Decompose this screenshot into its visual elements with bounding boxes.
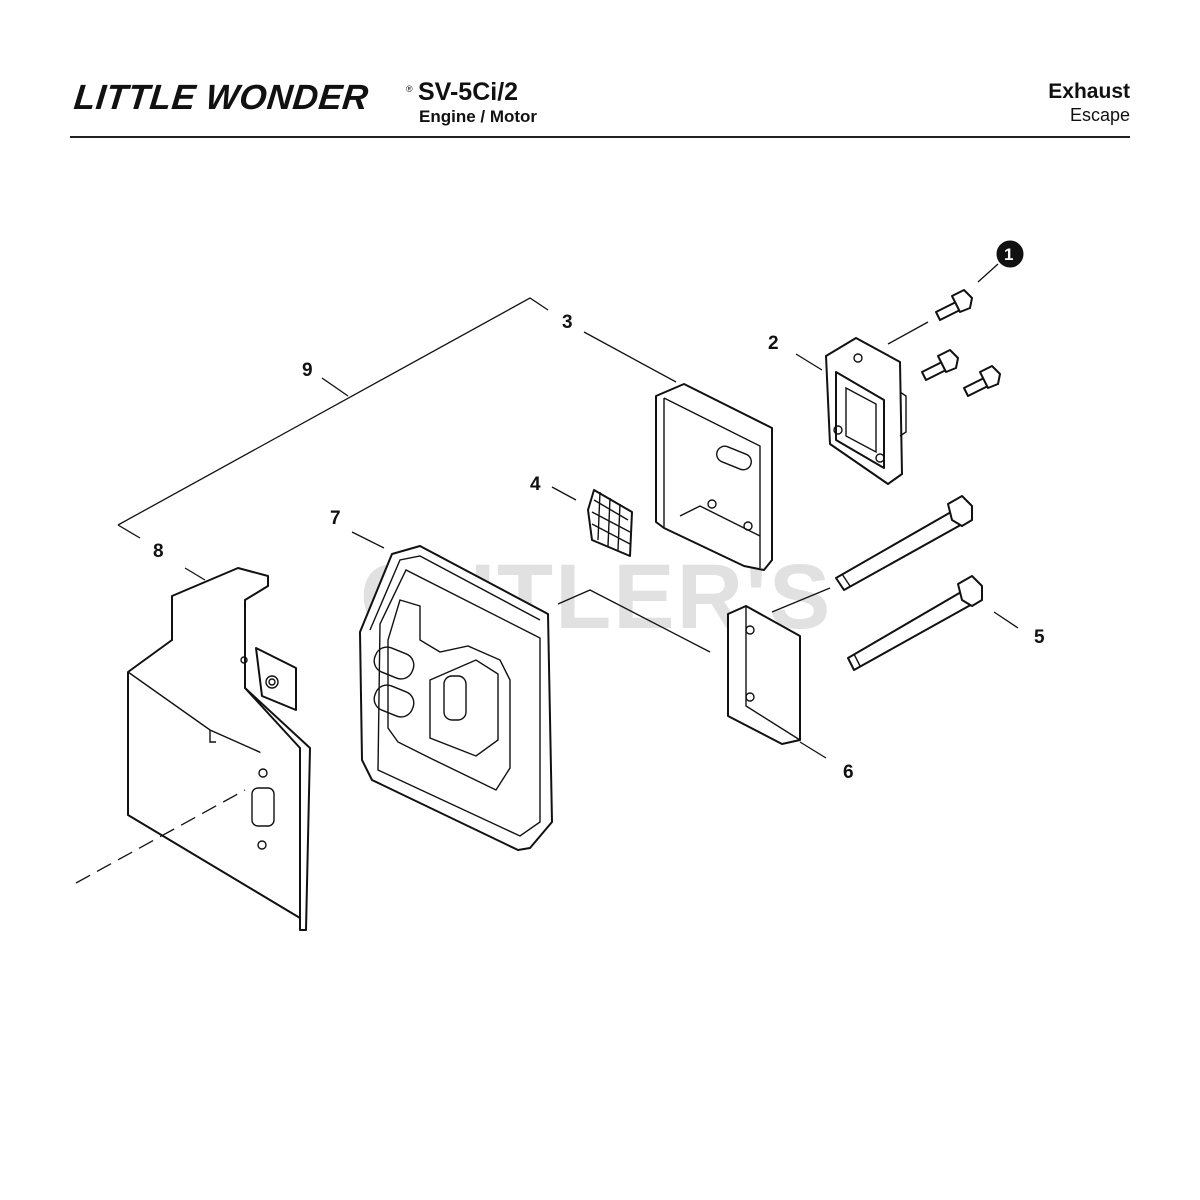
part-6-gasket [727, 587, 831, 759]
section-title: Exhaust [1048, 80, 1130, 103]
callout-6: 6 [843, 762, 854, 783]
part-7-muffler [351, 531, 711, 851]
callout-4: 4 [530, 474, 541, 495]
header-divider [70, 136, 1130, 138]
callout-3: 3 [562, 312, 573, 333]
callout-2: 2 [768, 333, 779, 354]
section-subtitle: Escape [1069, 105, 1130, 125]
callout-9: 9 [302, 360, 313, 381]
part-8-heat-shield [75, 567, 311, 931]
page-header: LITTLE WONDER ® SV-5Ci/2 Engine / Motor … [0, 0, 1200, 140]
callout-1: 1 [1004, 245, 1013, 264]
part-4-spark-screen [551, 486, 633, 557]
part-3-deflector [583, 331, 773, 571]
callout-5: 5 [1034, 627, 1045, 648]
part-1-screws [921, 240, 1024, 397]
callout-8: 8 [153, 541, 164, 562]
registered-mark: ® [406, 84, 413, 94]
model-number: SV-5Ci/2 [418, 78, 519, 106]
section-subtitle-engine: Engine / Motor [419, 107, 538, 126]
callout-7: 7 [330, 508, 341, 529]
part-5-bolts [835, 495, 1019, 671]
part-2-exhaust-plate [795, 321, 929, 485]
assembly-bracket-9 [117, 297, 549, 539]
